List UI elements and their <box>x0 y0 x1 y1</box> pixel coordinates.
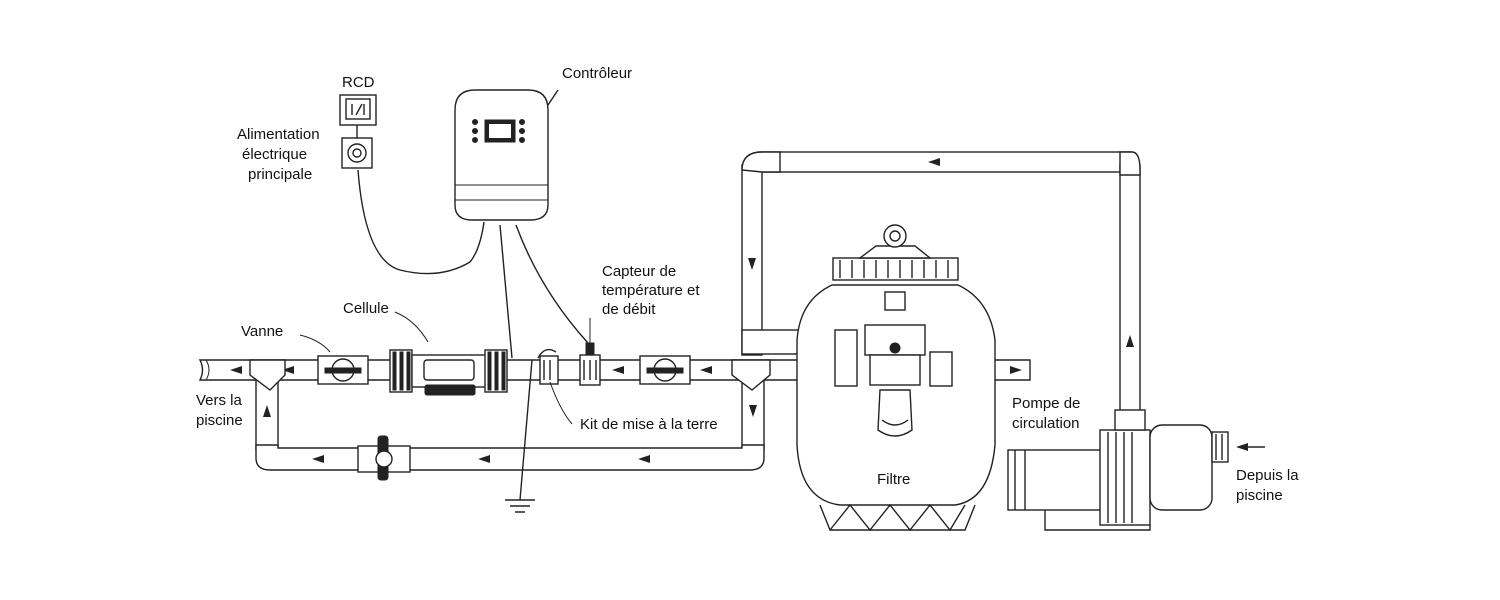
controller <box>357 89 589 359</box>
label-filter: Filtre <box>877 471 910 488</box>
label-controller: Contrôleur <box>562 65 632 82</box>
label-power-1: Alimentation <box>237 126 320 143</box>
temperature-flow-sensor <box>579 342 601 386</box>
ground-kit <box>505 348 559 513</box>
label-to-pool-2: piscine <box>196 412 243 429</box>
label-from-pool-2: piscine <box>1236 487 1283 504</box>
label-rcd: RCD <box>342 74 375 91</box>
label-cell: Cellule <box>343 300 389 317</box>
label-power-2: électrique <box>242 146 307 163</box>
label-sensor-2: température et <box>602 282 700 299</box>
label-pump-1: Pompe de <box>1012 395 1080 412</box>
label-sensor-1: Capteur de <box>602 263 676 280</box>
label-from-pool-1: Depuis la <box>1236 467 1299 484</box>
label-to-pool-1: Vers la <box>196 392 243 409</box>
sand-filter <box>796 224 996 532</box>
power-outlet <box>341 137 373 169</box>
label-sensor-3: de débit <box>602 301 656 318</box>
salt-cell <box>389 349 508 396</box>
main-valve-right <box>639 355 691 385</box>
flow-arrow <box>928 158 940 166</box>
bypass-valve <box>357 435 411 481</box>
label-ground-kit: Kit de mise à la terre <box>580 416 718 433</box>
label-power-3: principale <box>248 166 312 183</box>
main-valve-left <box>317 355 369 385</box>
circulation-pump <box>1007 409 1265 531</box>
leader-lines <box>299 311 591 425</box>
return-pipe-loop <box>741 151 1141 416</box>
flow-arrow <box>1126 335 1134 347</box>
flow-arrow <box>748 258 756 270</box>
label-valve: Vanne <box>241 323 283 340</box>
rcd-switch <box>339 94 377 138</box>
label-pump-2: circulation <box>1012 415 1080 432</box>
